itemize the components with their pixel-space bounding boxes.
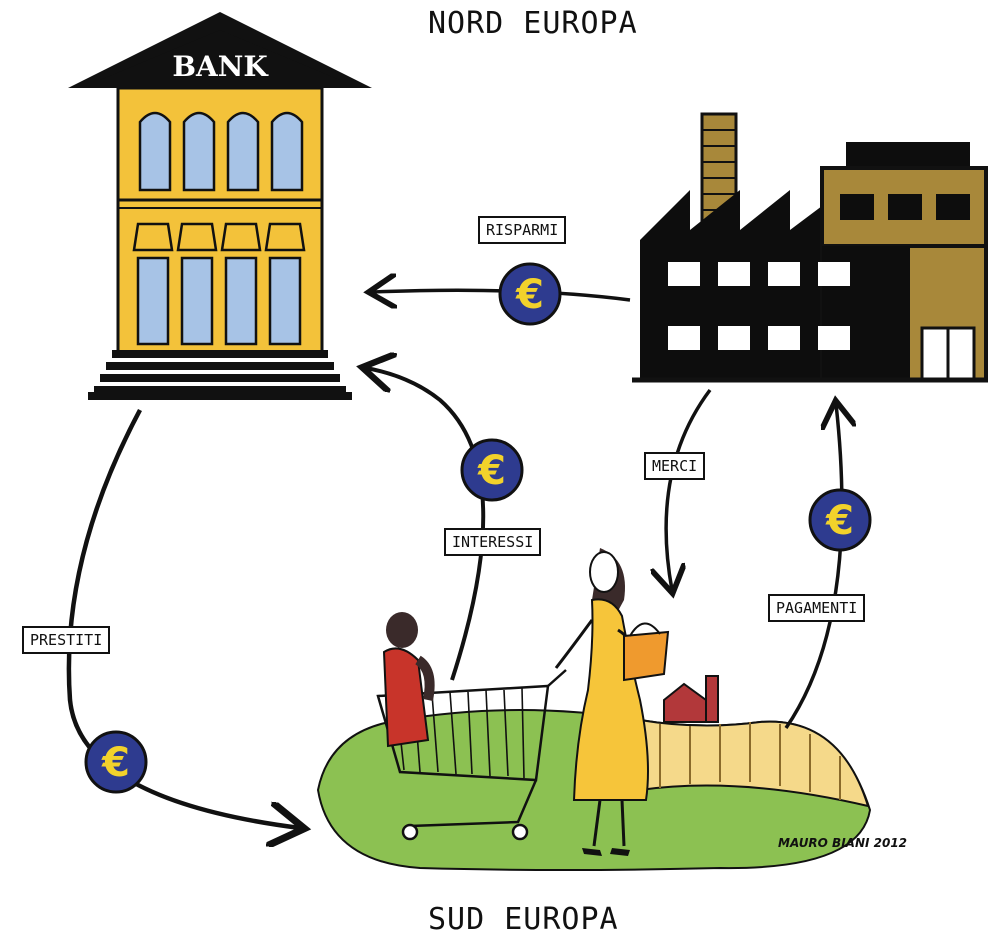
artist-signature: MAURO BIANI 2012 — [778, 836, 908, 850]
north-europe-title: NORD EUROPA — [428, 6, 638, 41]
svg-text:€: € — [101, 740, 130, 786]
interest-label: INTERESSI — [444, 528, 542, 556]
interest-flow-arrow — [366, 368, 486, 681]
euro-coin-savings: € — [498, 262, 562, 326]
loans-label: PRESTITI — [22, 626, 111, 654]
child-in-cart — [382, 612, 435, 748]
goods-flow-arrow — [666, 388, 712, 590]
goods-label: MERCI — [644, 452, 706, 480]
euro-coin-interest: € — [460, 438, 524, 502]
euro-coin-payments: € — [808, 488, 872, 552]
savings-label: RISPARMI — [478, 216, 567, 244]
svg-text:€: € — [477, 448, 506, 494]
svg-text:€: € — [825, 498, 854, 544]
euro-coin-loans: € — [84, 730, 148, 794]
loans-flow-arrow — [66, 408, 300, 828]
south-europe-title: SUD EUROPA — [428, 902, 619, 937]
payments-flow-arrow — [784, 404, 842, 729]
factory-building — [632, 112, 988, 383]
bank-building: BANK — [68, 12, 372, 400]
svg-text:€: € — [515, 272, 544, 318]
bank-sign: BANK — [172, 50, 269, 83]
woman-shopper — [554, 548, 670, 856]
payments-label: PAGAMENTI — [768, 594, 866, 622]
